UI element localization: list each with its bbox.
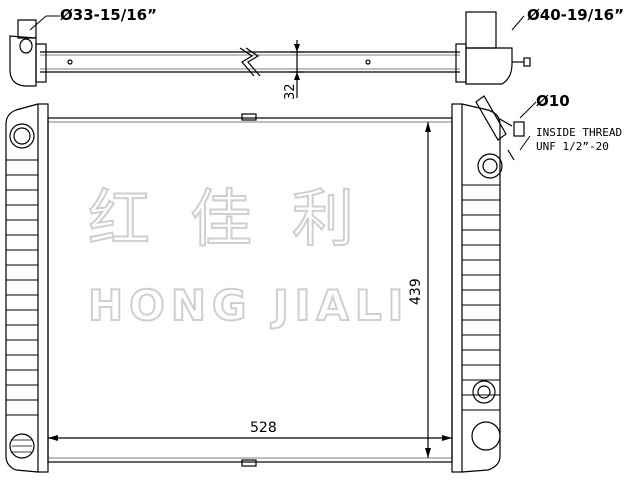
- left-tank-ribs: [6, 159, 38, 416]
- dim-arrow-32-top: [294, 44, 300, 52]
- tank-offset-dimension: 32: [283, 83, 298, 100]
- small-port-diameter-label: Ø10: [536, 92, 570, 110]
- core-width-dimension: 528: [250, 420, 277, 436]
- thread-spec-line1: INSIDE THREAD: [536, 126, 622, 139]
- watermark-english: HONG JIALI: [88, 281, 409, 330]
- dim-arrow-528-left: [48, 435, 58, 441]
- right-tank-ribs: [462, 184, 500, 411]
- inlet-diameter-label: Ø33-15/16”: [60, 6, 157, 24]
- top-leaders: [29, 15, 525, 31]
- dim-arrow-439-bottom: [425, 448, 431, 458]
- outlet-diameter-label: Ø40-19/16”: [527, 6, 624, 24]
- dim-arrow-32-bottom: [294, 72, 300, 80]
- port-leaders: [519, 101, 537, 151]
- top-tank-view: [9, 11, 531, 98]
- front-view: [5, 95, 525, 473]
- watermark-chinese: 红佳利: [88, 182, 394, 255]
- dim-arrow-528-right: [442, 435, 452, 441]
- core-height-dimension: 439: [408, 278, 424, 305]
- dim-arrow-439-top: [425, 122, 431, 132]
- thread-spec-line2: UNF 1/2”-20: [536, 140, 609, 153]
